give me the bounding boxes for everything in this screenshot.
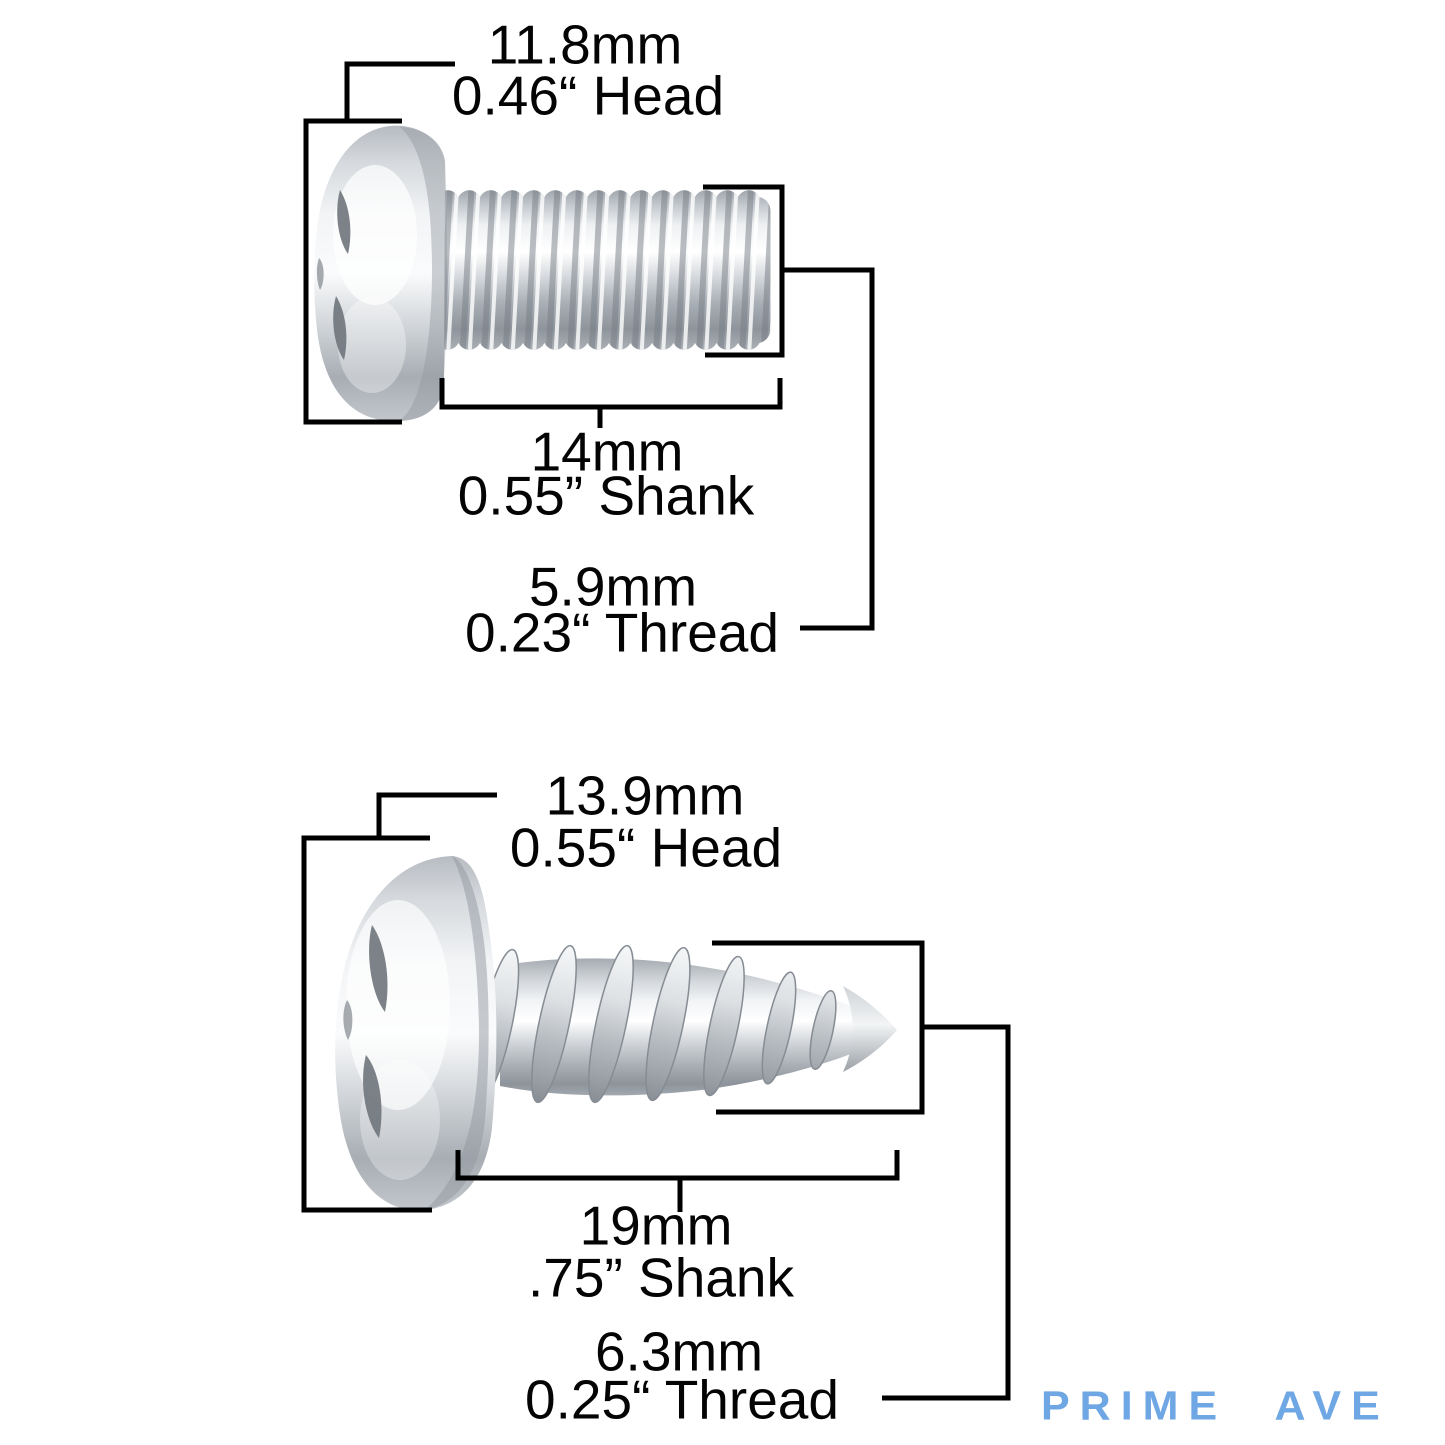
top-shank-bracket xyxy=(439,378,783,410)
bottom-head-bracket xyxy=(301,835,432,1213)
machine-screw-illustration xyxy=(314,125,771,422)
phillips-recess-icon xyxy=(343,925,388,1138)
top-shank-in-label: 0.55” Shank xyxy=(457,464,755,527)
bottom-thread-mm-label: 6.3mm xyxy=(594,1320,764,1383)
bottom-head-in-label: 0.55“ Head xyxy=(509,816,783,879)
top-head-in-label: 0.46“ Head xyxy=(451,64,725,127)
top-head-mm-label: 11.8mm xyxy=(487,13,683,76)
phillips-recess-icon xyxy=(316,190,351,360)
top-thread-mm-label: 5.9mm xyxy=(528,555,698,618)
bottom-thread-in-label: 0.25“ Thread xyxy=(525,1368,839,1431)
bottom-shank-mm-label: 19mm xyxy=(579,1194,733,1257)
dimension-lines xyxy=(301,61,1011,1401)
bottom-head-label-connector xyxy=(376,792,497,838)
tapping-screw-illustration xyxy=(335,856,897,1211)
bottom-head-mm-label: 13.9mm xyxy=(545,764,745,827)
top-head-label-connector xyxy=(344,61,455,121)
top-thread-in-label: 0.23“ Thread xyxy=(465,601,779,664)
top-head-bracket xyxy=(303,118,402,425)
bottom-thread-connector xyxy=(882,1024,1011,1401)
bottom-shank-bracket xyxy=(455,1150,900,1181)
top-shank-mm-label: 14mm xyxy=(530,420,684,483)
top-thread-connector xyxy=(782,267,875,631)
brand-logo: PRIME AVE xyxy=(1041,1383,1390,1429)
bottom-shank-in-label: .75” Shank xyxy=(527,1246,795,1309)
